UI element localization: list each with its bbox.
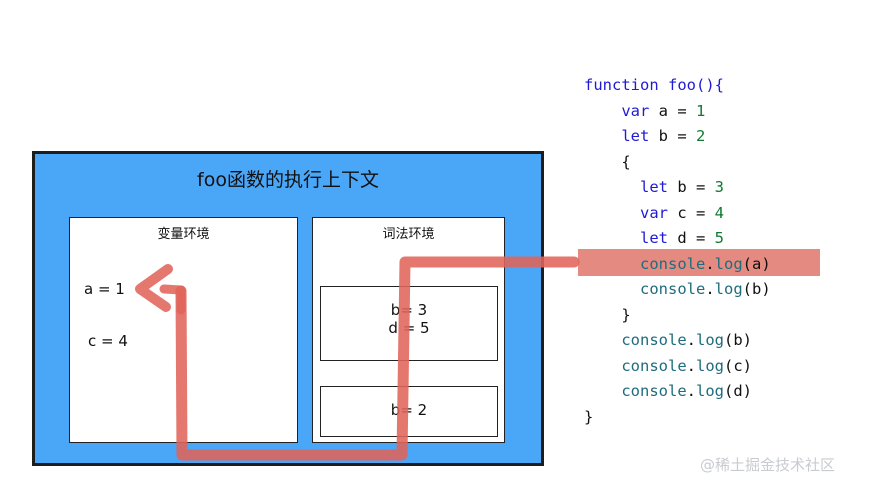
code-token: let — [621, 127, 650, 145]
code-line: } — [584, 303, 771, 329]
code-token: (d) — [724, 382, 752, 400]
code-token: 3 — [714, 178, 725, 196]
code-line: } — [584, 405, 771, 431]
code-token: console — [621, 356, 687, 375]
code-line: console.log(d) — [584, 379, 771, 405]
lexical-environment-title: 词法环境 — [382, 227, 435, 242]
code-token: b = — [668, 178, 715, 196]
lexical-environment: 词法环境 b= 3 d = 5 b= 2 — [312, 217, 505, 443]
code-token: console — [640, 280, 706, 298]
code-token: 4 — [714, 203, 725, 222]
code-indent — [584, 331, 621, 349]
lexical-block-outer: b= 2 — [320, 386, 498, 437]
code-token: log — [714, 280, 743, 298]
execution-context-title: foo函数的执行上下文 — [197, 169, 379, 191]
code-indent — [584, 255, 640, 273]
code-line: { — [584, 150, 771, 176]
code-token: . — [686, 356, 696, 375]
code-token: function — [584, 76, 659, 94]
code-listing: function foo(){ var a = 1 let b = 2 { le… — [584, 73, 771, 430]
code-token: { — [621, 152, 631, 171]
watermark: @稀土掘金技术社区 — [700, 456, 836, 474]
code-line: let b = 3 — [584, 175, 771, 201]
code-token: . — [705, 280, 715, 298]
lexical-block-inner: b= 3 d = 5 — [320, 286, 498, 361]
code-token: 2 — [696, 127, 706, 145]
code-token: console — [621, 331, 687, 349]
code-indent — [584, 127, 621, 145]
code-line: console.log(b) — [584, 277, 771, 303]
code-indent — [584, 382, 621, 400]
code-token — [659, 76, 668, 94]
code-indent — [584, 102, 621, 120]
code-line: let b = 2 — [584, 124, 771, 150]
code-token: } — [621, 305, 631, 324]
code-token: . — [705, 254, 715, 273]
code-line: var a = 1 — [584, 99, 771, 125]
var-a: a = 1 — [84, 280, 125, 298]
code-token: (a) — [742, 254, 771, 273]
code-token: (b) — [724, 331, 752, 349]
code-indent — [584, 178, 640, 196]
code-indent — [584, 229, 640, 247]
code-token: (c) — [724, 356, 752, 375]
code-indent — [584, 153, 621, 171]
code-token: . — [686, 331, 696, 349]
code-token: var — [621, 101, 650, 120]
code-token: 5 — [714, 229, 725, 247]
block-var-d: d = 5 — [388, 319, 430, 337]
code-token: a = — [649, 101, 696, 120]
code-token: 1 — [696, 101, 706, 120]
code-line: function foo(){ — [584, 73, 771, 99]
code-indent — [584, 306, 621, 324]
code-token: c = — [668, 203, 715, 222]
variable-environment: 变量环境 a = 1 c = 4 — [69, 217, 298, 443]
block-var-b: b= 3 — [390, 301, 428, 319]
code-token: log — [696, 356, 724, 375]
var-c: c = 4 — [88, 332, 128, 350]
code-line: console.log(c) — [584, 354, 771, 380]
code-token: console — [640, 254, 706, 273]
code-token: . — [686, 382, 696, 400]
code-token: (b) — [742, 280, 771, 298]
highlighted-code-line — [578, 249, 820, 276]
code-token: log — [696, 331, 724, 349]
code-token: log — [714, 254, 743, 273]
code-token: console — [621, 382, 687, 400]
code-indent — [584, 280, 640, 298]
code-token: foo(){ — [668, 76, 724, 94]
code-line: console.log(b) — [584, 328, 771, 354]
code-line: var c = 4 — [584, 201, 771, 227]
code-token: log — [696, 382, 724, 400]
variable-environment-title: 变量环境 — [157, 227, 210, 242]
code-token: } — [584, 407, 594, 426]
code-token: b = — [649, 127, 696, 145]
execution-context: foo函数的执行上下文 变量环境 a = 1 c = 4 词法环境 b= 3 d… — [32, 151, 544, 466]
code-token: let — [640, 229, 668, 247]
code-token: d = — [668, 229, 715, 247]
code-token: let — [640, 178, 668, 196]
code-token: var — [640, 203, 668, 222]
code-line: let d = 5 — [584, 226, 771, 252]
code-indent — [584, 204, 640, 222]
code-indent — [584, 357, 621, 375]
code-line: console.log(a) — [584, 252, 771, 278]
block-var-b-outer: b= 2 — [390, 401, 428, 419]
